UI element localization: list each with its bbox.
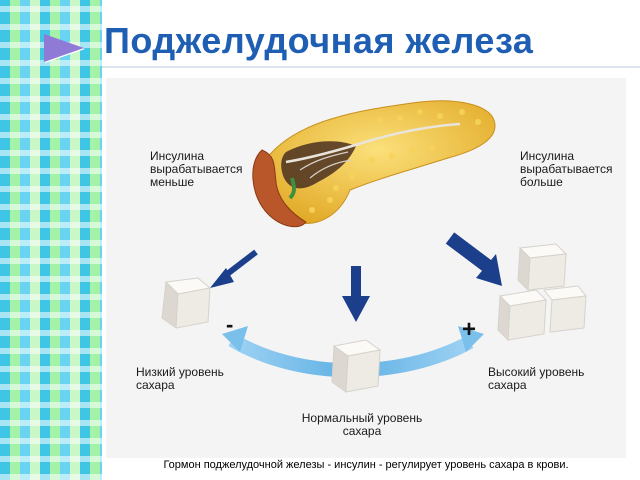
label-insulin-more: Инсулина вырабатывается больше xyxy=(520,149,613,189)
arrow-to-normal-sugar xyxy=(351,266,361,298)
label-high-sugar: Высокий уровень сахара xyxy=(488,365,585,392)
sugar-cubes-high xyxy=(497,243,587,342)
sugar-cube-low xyxy=(161,277,212,329)
label-insulin-less: Инсулина вырабатывается меньше xyxy=(150,149,243,189)
label-normal-sugar: Нормальный уровень сахара xyxy=(301,411,423,438)
feedback-arrowhead-left xyxy=(222,326,248,352)
page-title: Поджелудочная железа xyxy=(104,20,534,61)
sugar-cube-normal xyxy=(331,339,382,393)
plus-sign: + xyxy=(462,316,477,343)
gallbladder-duct xyxy=(288,177,296,200)
duodenum xyxy=(252,149,307,228)
label-low-sugar: Низкий уровень сахара xyxy=(136,365,224,392)
pancreas-cutaway xyxy=(281,141,356,189)
title-divider xyxy=(102,66,640,68)
minus-sign: - xyxy=(226,312,234,337)
play-triangle-icon xyxy=(44,34,84,62)
caption: Гормон поджелудочной железы - инсулин - … xyxy=(163,459,569,471)
arrow-to-high-sugar xyxy=(445,232,495,274)
decorative-side-pattern xyxy=(0,0,102,480)
feedback-arrowhead-right xyxy=(458,326,484,352)
pancreatic-duct xyxy=(285,122,461,164)
